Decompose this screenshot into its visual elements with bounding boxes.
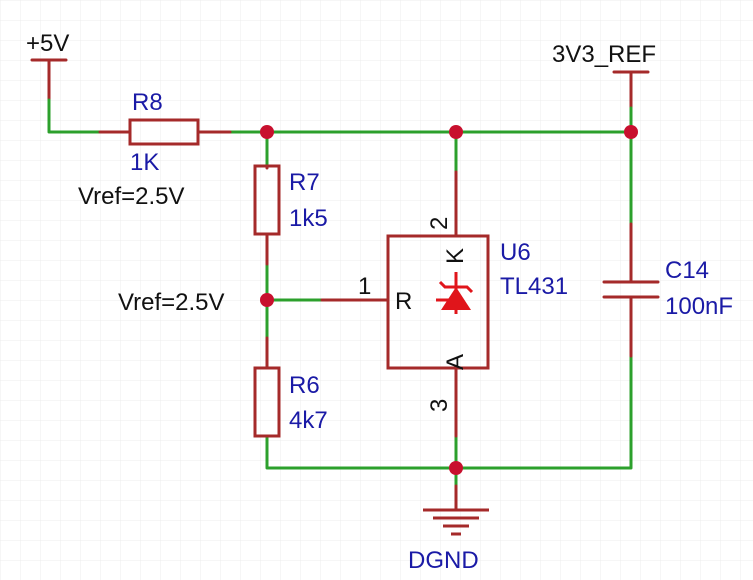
c14-designator: C14 [665,257,709,284]
r8-value: 1K [130,149,159,176]
c14-value: 100nF [665,293,733,320]
r8-designator: R8 [132,89,163,116]
ground-symbol[interactable]: DGND [408,484,489,574]
junction-top-ref [624,125,638,139]
junction-top-u6 [449,125,463,139]
u6-part: TL431 [500,273,568,300]
r7-designator: R7 [289,169,320,196]
vref-note-top: Vref=2.5V [78,183,185,210]
r6-designator: R6 [289,372,320,399]
junction-bottom-gnd [449,461,463,475]
resistor-r6[interactable]: R6 4k7 [253,336,328,438]
u6-pin-num-cathode: 2 [426,217,453,230]
ref-power-symbol[interactable]: 3V3_REF [552,41,656,110]
junction-vref-node [260,293,274,307]
ic-u6-tl431[interactable]: 2 1 3 R K A U6 TL431 [320,170,568,438]
u6-pin-name-ref: R [395,288,412,315]
wire-vcc-to-r8 [47,98,102,134]
resistor-r8[interactable]: R8 1K [98,89,232,176]
vcc-power-symbol[interactable]: +5V [26,30,69,102]
u6-pin-name-anode: A [442,354,469,370]
resistor-r7[interactable]: R7 1k5 [253,164,328,266]
r6-value: 4k7 [289,407,328,434]
vref-note-node: Vref=2.5V [118,289,225,316]
u6-pin-num-anode: 3 [426,399,453,412]
u6-pin-name-cathode: K [442,248,469,264]
u6-zener-icon [436,272,474,314]
ref-label: 3V3_REF [552,41,656,68]
u6-pin-num-ref: 1 [358,273,371,300]
capacitor-c14[interactable]: C14 100nF [602,222,733,358]
junction-r8-r7 [260,125,274,139]
vcc-label: +5V [26,30,69,57]
r7-value: 1k5 [289,205,328,232]
junctions [260,125,638,475]
u6-designator: U6 [500,239,531,266]
u6-body [386,234,490,370]
ground-label: DGND [408,547,479,574]
